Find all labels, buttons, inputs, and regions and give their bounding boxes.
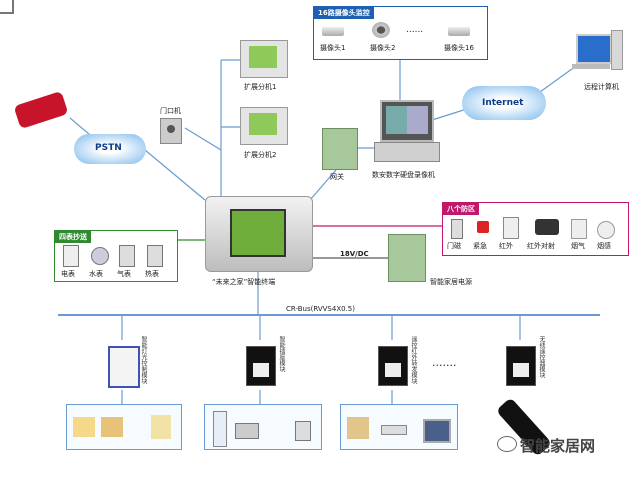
security-zones-title: 八个防区	[443, 203, 479, 215]
corner-mark	[0, 0, 14, 14]
internet-label: Internet	[482, 98, 524, 108]
pstn-label: PSTN	[95, 143, 122, 153]
kettle-icon	[295, 421, 311, 441]
lamp-icon-2	[101, 417, 123, 437]
meter-item-1: 水表	[89, 270, 103, 278]
meter-item-2: 气表	[117, 270, 131, 278]
extension-2-device	[240, 107, 288, 145]
meter-item-3: 热表	[145, 270, 159, 278]
meter-panel-title: 四表抄送	[55, 231, 91, 243]
power-supply-device	[388, 234, 426, 282]
wechat-icon	[497, 436, 517, 452]
security-item-3: 红外对射	[527, 242, 555, 250]
internet-cloud	[462, 86, 546, 120]
camera-16-label: 摄像头16	[444, 44, 474, 52]
security-item-4: 烟气	[571, 242, 585, 250]
infrared-sensor-icon	[503, 217, 519, 239]
lamp-icon	[73, 417, 95, 437]
av-devices-box	[340, 404, 458, 450]
gas-meter-icon	[119, 245, 135, 267]
camera-panel-title: 16路摄像头监控	[314, 7, 374, 19]
water-meter-icon	[91, 247, 109, 265]
module-label-2: 遥控红外转发模块	[410, 336, 417, 384]
power-supply-label: 智能家居电源	[430, 278, 472, 286]
door-unit-icon	[160, 118, 182, 144]
tv-icon	[423, 419, 451, 443]
smoke-detector-icon	[597, 221, 615, 239]
security-item-5: 烟感	[597, 242, 611, 250]
camera-1-label: 摄像头1	[320, 44, 346, 52]
lighting-module	[108, 346, 140, 388]
remote-computer-label: 远程计算机	[584, 83, 619, 91]
dvr-unit	[374, 142, 440, 162]
wireless-remote-module	[506, 346, 536, 386]
gateway-label: 网关	[330, 173, 344, 181]
extension-1-label: 扩展分机1	[244, 83, 277, 91]
lamp-icon-3	[151, 415, 171, 439]
dvr-monitor	[380, 100, 434, 142]
electric-meter-icon	[63, 245, 79, 267]
module-dots: .......	[432, 356, 457, 369]
bus-label: CR-Bus(RVVS4X0.5)	[286, 305, 355, 313]
meter-item-0: 电表	[61, 270, 75, 278]
fridge-icon	[213, 411, 227, 447]
lighting-devices-box	[66, 404, 182, 450]
pstn-cloud	[74, 134, 146, 164]
camera-panel: 16路摄像头监控 摄像头1 摄像头2 ...... 摄像头16	[313, 6, 488, 60]
extension-2-label: 扩展分机2	[244, 151, 277, 159]
ir-module	[378, 346, 408, 386]
heat-meter-icon	[147, 245, 163, 267]
door-unit-label: 门口机	[160, 107, 181, 115]
gateway-device	[322, 128, 358, 170]
smart-terminal-caption: “未来之家”智能终端	[212, 278, 276, 286]
emergency-button-icon	[477, 221, 489, 233]
security-item-1: 紧急	[473, 242, 487, 250]
smart-terminal-device	[205, 196, 313, 272]
camera-16-icon	[448, 27, 470, 36]
door-sensor-icon	[451, 219, 463, 239]
socket-module	[246, 346, 276, 386]
remote-computer-icon	[576, 34, 612, 64]
infrared-beam-icon	[535, 219, 559, 235]
security-item-0: 门磁	[447, 242, 461, 250]
module-label-0: 智能灯光控制模块	[140, 336, 147, 384]
dc-label: 18V/DC	[340, 250, 369, 258]
appliance-devices-box	[204, 404, 322, 450]
camera-1-icon	[322, 27, 344, 36]
gas-detector-icon	[571, 219, 587, 239]
dvr-label: 数安数字硬盘录像机	[372, 171, 435, 179]
camera-2-label: 摄像头2	[370, 44, 396, 52]
meter-panel: 四表抄送 电表 水表 气表 热表	[54, 230, 178, 282]
extension-1-device	[240, 40, 288, 78]
camera-dots: ......	[406, 25, 424, 35]
module-label-3: 无线遥控器模块	[538, 336, 545, 378]
microwave-icon	[235, 423, 259, 439]
aircon-icon	[381, 425, 407, 435]
remote-computer-tower	[611, 30, 623, 70]
remote-computer-keyboard	[572, 64, 610, 69]
security-zones-panel: 八个防区 门磁 紧急 红外 红外对射 烟气 烟感	[442, 202, 629, 256]
watermark-text: 智能家居网	[520, 437, 596, 455]
curtain-icon	[347, 417, 369, 439]
camera-2-icon	[372, 22, 390, 38]
security-item-2: 红外	[499, 242, 513, 250]
module-label-1: 智能插座模块	[278, 336, 285, 372]
